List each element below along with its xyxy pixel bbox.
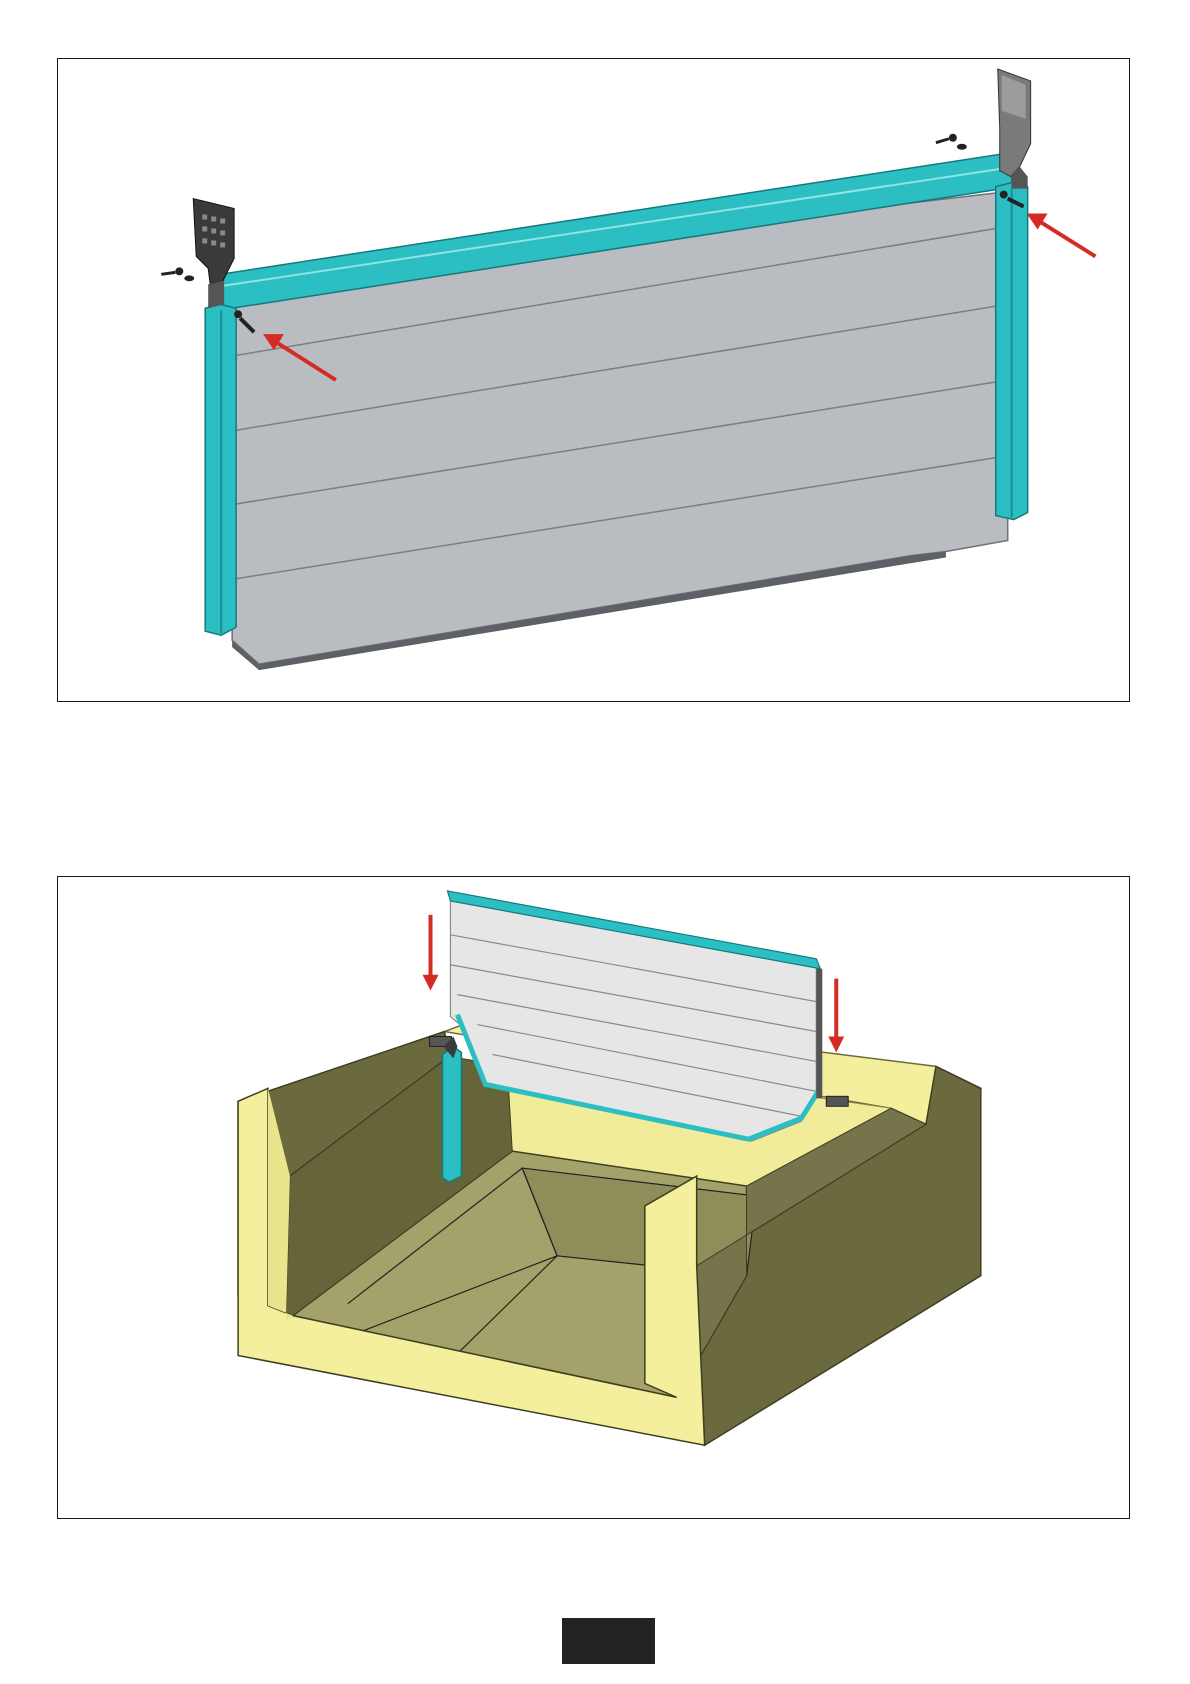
figure-2-illustration: [58, 877, 1129, 1518]
left-upright: [442, 1037, 461, 1183]
red-arrow-icon: [423, 915, 439, 991]
bracket-icon: [998, 69, 1031, 189]
figure-1-illustration: [58, 59, 1129, 701]
screw-icon: [161, 267, 194, 281]
red-arrow-icon: [1027, 214, 1096, 257]
red-arrow-icon: [828, 979, 844, 1053]
page-number-tab: [562, 1618, 655, 1664]
figure-1-frame: [57, 58, 1130, 702]
screw-icon: [936, 134, 967, 150]
panel-edge: [816, 969, 822, 1099]
figure-2-frame: [57, 876, 1130, 1519]
